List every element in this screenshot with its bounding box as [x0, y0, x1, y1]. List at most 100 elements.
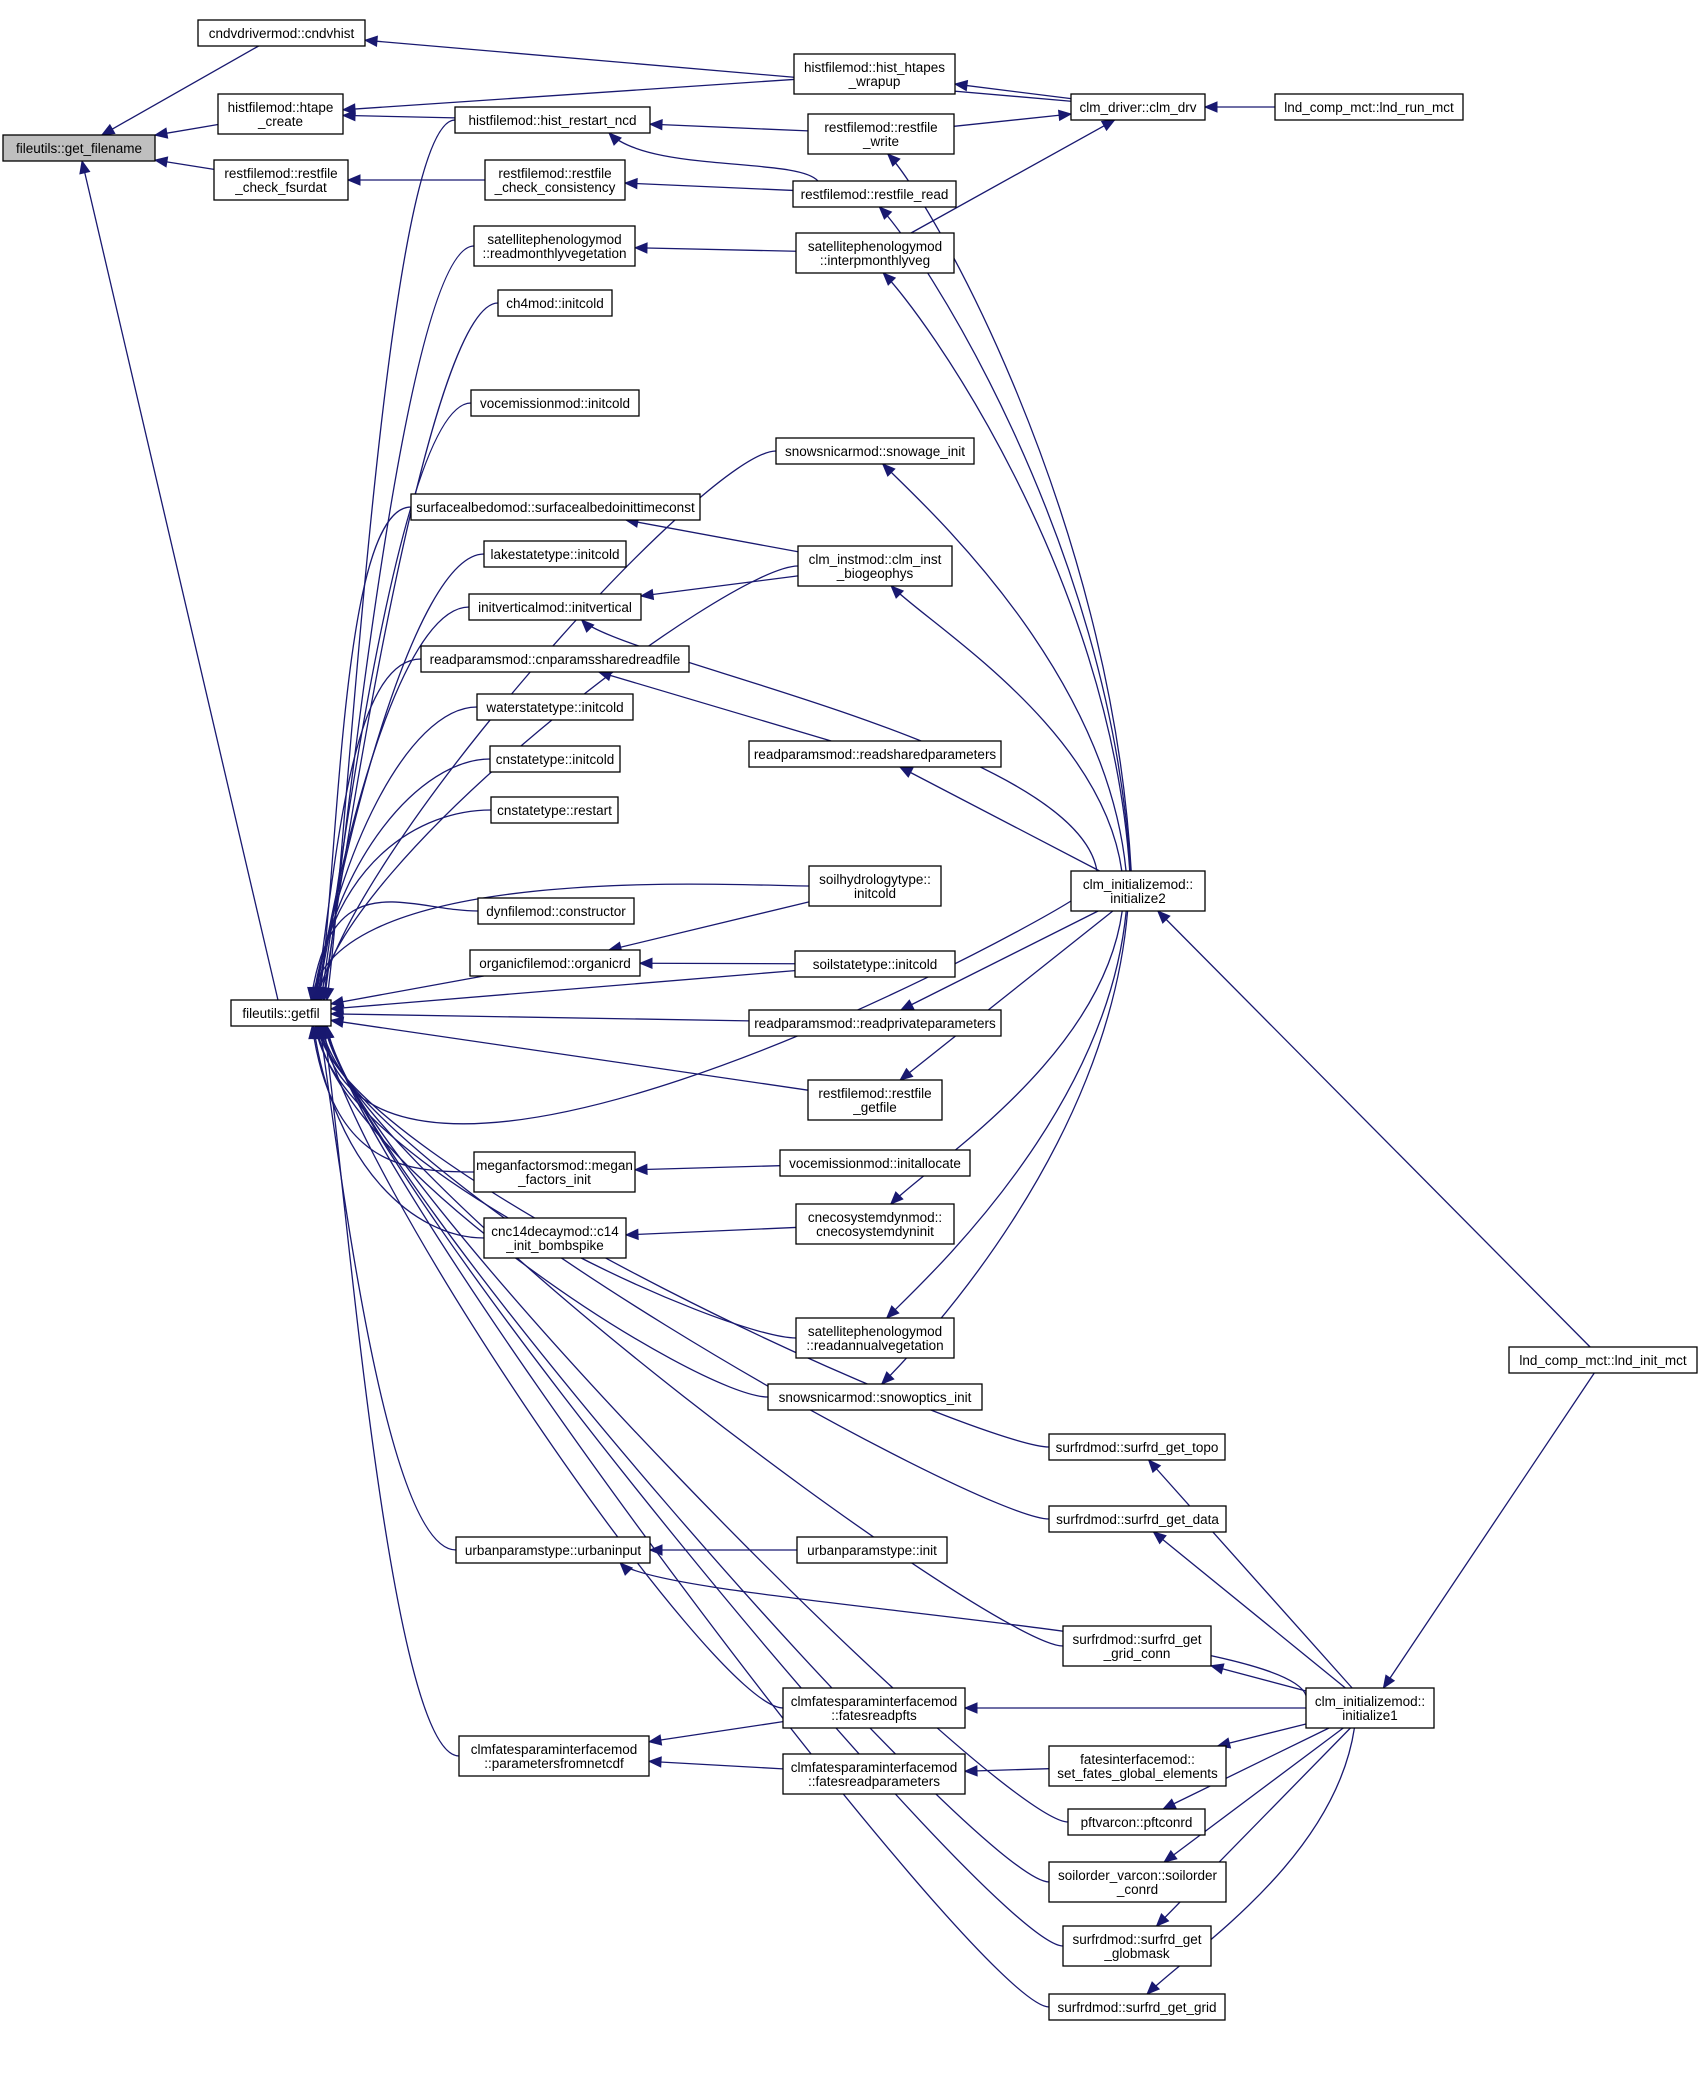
node-restfile-check-fsurdat[interactable]: restfilemod::restfile_check_fsurdat: [213, 159, 349, 201]
node-label: fatesinterfacemod::: [1080, 1752, 1195, 1767]
node-clm-inst-biogeophys[interactable]: clm_instmod::clm_inst_biogeophys: [797, 545, 953, 587]
node-label: ::interpmonthlyveg: [820, 253, 930, 268]
node-soilorder-conrd[interactable]: soilorder_varcon::soilorder_conrd: [1048, 1861, 1227, 1903]
node-label: cnstatetype::initcold: [496, 752, 615, 767]
node-soilhydrology-initcold[interactable]: soilhydrologytype::initcold: [808, 865, 942, 907]
node-label: restfilemod::restfile: [824, 120, 937, 135]
node-label: ::fatesreadparameters: [808, 1774, 940, 1789]
node-label: cnc14decaymod::c14: [491, 1224, 619, 1239]
node-htape-create[interactable]: histfilemod::htape_create: [217, 93, 344, 135]
node-megan-factors-init[interactable]: meganfactorsmod::megan_factors_init: [473, 1151, 636, 1193]
node-box: [483, 1217, 627, 1259]
node-cnstate-initcold[interactable]: cnstatetype::initcold: [489, 745, 621, 773]
node-box: [497, 289, 613, 317]
node-box: [792, 180, 957, 208]
arrowhead-lnd_init_mct-to-initialize1: [1382, 1674, 1396, 1690]
node-cnstate-restart[interactable]: cnstatetype::restart: [490, 796, 619, 824]
node-box: [782, 1753, 966, 1795]
node-surfacealbedoinittimeconst[interactable]: surfacealbedomod::surfacealbedoinittimec…: [410, 493, 701, 521]
node-restfile-check-consistency[interactable]: restfilemod::restfile_check_consistency: [484, 159, 626, 201]
node-cnparamssharedreadfile[interactable]: readparamsmod::cnparamssharedreadfile: [420, 645, 690, 673]
edge-hist_htapes_wrapup-to-htape_create: [342, 78, 795, 111]
arrowhead-interpmonthlyveg-to-clm_drv: [1100, 119, 1116, 132]
node-snowage-init[interactable]: snowsnicarmod::snowage_init: [775, 437, 975, 465]
node-surfrd-get-data[interactable]: surfrdmod::surfrd_get_data: [1048, 1505, 1227, 1533]
node-label: snowsnicarmod::snowage_init: [785, 444, 965, 459]
edge-initialize2-to-snowage_init: [882, 463, 1127, 872]
edge-readsharedparameters-to-cnparamssharedreadfile: [598, 671, 832, 742]
edge-vocemission_initcold-to-getfil: [320, 402, 472, 1001]
node-label: restfilemod::restfile: [498, 166, 611, 181]
node-box: [468, 593, 642, 621]
node-surfrd-get-grid[interactable]: surfrdmod::surfrd_get_grid: [1048, 1993, 1226, 2021]
node-initialize2[interactable]: clm_initializemod::initialize2: [1070, 870, 1206, 912]
node-hist-htapes-wrapup[interactable]: histfilemod::hist_htapes_wrapup: [793, 53, 956, 95]
node-waterstate-initcold[interactable]: waterstatetype::initcold: [476, 693, 634, 721]
node-label: readparamsmod::cnparamssharedreadfile: [430, 652, 681, 667]
node-box: [2, 134, 156, 162]
node-ch4-initcold[interactable]: ch4mod::initcold: [497, 289, 613, 317]
node-surfrd-get-globmask[interactable]: surfrdmod::surfrd_get_globmask: [1062, 1925, 1212, 1967]
node-fatesreadpfts[interactable]: clmfatesparaminterfacemod::fatesreadpfts: [782, 1687, 966, 1729]
node-c14-init-bombspike[interactable]: cnc14decaymod::c14_init_bombspike: [483, 1217, 627, 1259]
node-get-filename[interactable]: fileutils::get_filename: [2, 134, 156, 162]
node-snowoptics-init[interactable]: snowsnicarmod::snowoptics_init: [767, 1383, 983, 1411]
node-cnecosystemdyninit[interactable]: cnecosystemdynmod::cnecosystemdyninit: [795, 1203, 955, 1245]
edge-readmonthlyvegetation-to-getfil: [323, 245, 475, 1001]
node-initvertical[interactable]: initverticalmod::initvertical: [468, 593, 642, 621]
node-label: _factors_init: [517, 1172, 591, 1187]
node-lakestate-initcold[interactable]: lakestatetype::initcold: [483, 540, 627, 568]
node-initialize1[interactable]: clm_initializemod::initialize1: [1305, 1687, 1435, 1729]
node-vocemission-initcold[interactable]: vocemissionmod::initcold: [470, 389, 640, 417]
node-label: surfrdmod::surfrd_get_grid: [1057, 2000, 1216, 2015]
edge-surfrd_get_globmask-to-getfil: [326, 1025, 1064, 1947]
node-restfile-getfile[interactable]: restfilemod::restfile_getfile: [807, 1079, 943, 1121]
edge-initialize2-to-readannualvegetation: [886, 910, 1127, 1319]
node-interpmonthlyveg[interactable]: satellitephenologymod::interpmonthlyveg: [795, 232, 955, 274]
node-parametersfromnetcdf[interactable]: clmfatesparaminterfacemod::parametersfro…: [458, 1735, 650, 1777]
node-clm-drv[interactable]: clm_driver::clm_drv: [1070, 93, 1206, 121]
node-label: cnecosystemdynmod::: [808, 1210, 942, 1225]
node-box: [775, 437, 975, 465]
node-restfile-read[interactable]: restfilemod::restfile_read: [792, 180, 957, 208]
node-cndvhist[interactable]: cndvdrivermod::cndvhist: [197, 19, 366, 47]
node-urbaninput[interactable]: urbanparamstype::urbaninput: [455, 1536, 651, 1564]
edge-clm_inst_biogeophys-to-initvertical: [640, 575, 799, 597]
node-organicrd[interactable]: organicfilemod::organicrd: [469, 949, 641, 977]
edge-hist_restart_ncd-to-htape_create: [342, 114, 456, 119]
node-label: dynfilemod::constructor: [486, 904, 626, 919]
arrowhead-restfile_write-to-hist_restart_ncd: [648, 118, 663, 131]
node-readprivateparameters[interactable]: readparamsmod::readprivateparameters: [748, 1009, 1002, 1037]
node-label: organicfilemod::organicrd: [479, 956, 631, 971]
edge-cnecosystemdyninit-to-c14_init_bombspike: [625, 1226, 797, 1236]
node-readmonthlyvegetation[interactable]: satellitephenologymod::readmonthlyvegeta…: [473, 225, 636, 267]
node-readannualvegetation[interactable]: satellitephenologymod::readannualvegetat…: [795, 1317, 955, 1359]
node-label: waterstatetype::initcold: [485, 700, 623, 715]
node-readsharedparameters[interactable]: readparamsmod::readsharedparameters: [748, 740, 1002, 768]
node-set-fates-global-elements[interactable]: fatesinterfacemod::set_fates_global_elem…: [1048, 1745, 1227, 1787]
node-box: [483, 540, 627, 568]
node-hist-restart-ncd[interactable]: histfilemod::hist_restart_ncd: [454, 106, 651, 134]
node-label: soilstatetype::initcold: [813, 957, 938, 972]
node-lnd-init-mct[interactable]: lnd_comp_mct::lnd_init_mct: [1508, 1346, 1698, 1374]
node-label: initcold: [854, 886, 896, 901]
node-getfil[interactable]: fileutils::getfil: [230, 999, 332, 1027]
arrowhead-dynfile_constructor-to-getfil: [307, 986, 319, 1002]
node-dynfile-constructor[interactable]: dynfilemod::constructor: [477, 897, 635, 925]
node-soilstate-initcold[interactable]: soilstatetype::initcold: [794, 950, 956, 978]
node-label: _biogeophys: [836, 566, 914, 581]
edge-cnstate_restart-to-getfil: [312, 809, 492, 1001]
node-fatesreadparameters[interactable]: clmfatesparaminterfacemod::fatesreadpara…: [782, 1753, 966, 1795]
node-initallocate[interactable]: vocemissionmod::initallocate: [779, 1149, 971, 1177]
node-urbanparams-init[interactable]: urbanparamstype::init: [796, 1536, 948, 1564]
node-surfrd-get-grid-conn[interactable]: surfrdmod::surfrd_get_grid_conn: [1062, 1625, 1212, 1667]
node-restfile-write[interactable]: restfilemod::restfile_write: [807, 113, 955, 155]
arrowhead-cndvhist-to-get_filename: [100, 123, 116, 136]
node-surfrd-get-topo[interactable]: surfrdmod::surfrd_get_topo: [1048, 1433, 1226, 1461]
node-lnd-run-mct[interactable]: lnd_comp_mct::lnd_run_mct: [1274, 93, 1464, 121]
node-pftconrd[interactable]: pftvarcon::pftconrd: [1067, 1808, 1206, 1836]
arrowhead-surfrd_get_grid-to-getfil: [323, 1024, 335, 1040]
arrowhead-initialize2-to-snowoptics_init: [880, 1371, 895, 1385]
edge-soilhydrology_initcold-to-getfil: [310, 883, 810, 1001]
